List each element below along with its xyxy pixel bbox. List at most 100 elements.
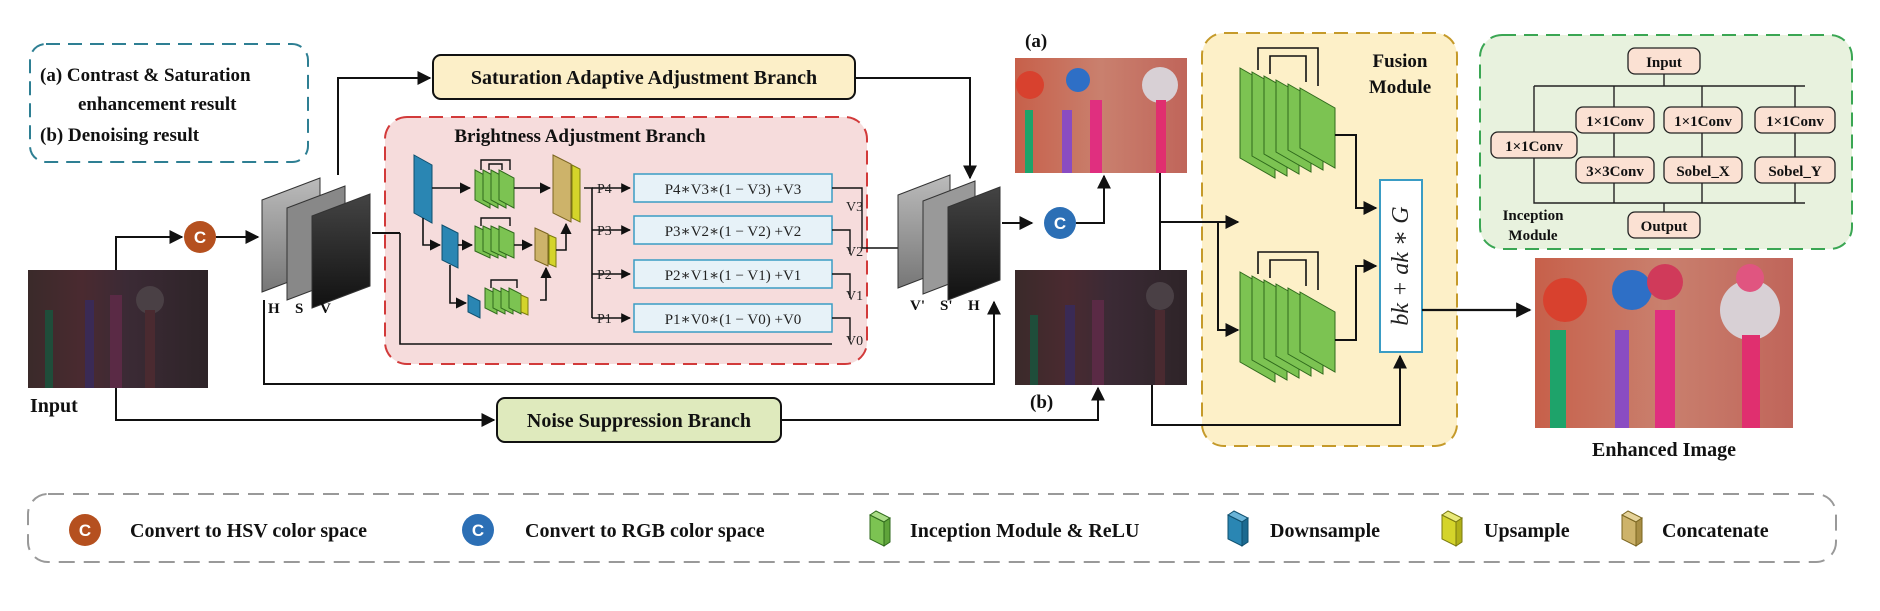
channel-h-out-label: H	[968, 298, 980, 314]
v2-label: V2	[846, 245, 863, 260]
arrow-to-noise	[115, 388, 496, 427]
inception-title-1: Inception	[1503, 208, 1565, 224]
convert-hsv-letter: C	[194, 228, 206, 247]
inception-sobely-label: Sobel_Y	[1768, 164, 1822, 180]
inception-conv33-node	[1575, 156, 1655, 184]
channel-s-label: S	[295, 301, 303, 317]
arrow-lower-to-formula	[1335, 259, 1378, 341]
v3-label: V3	[846, 200, 863, 215]
image-a-label: (a)	[1025, 31, 1047, 52]
p4-label: P4	[597, 182, 612, 197]
image-b-label: (b)	[1030, 392, 1053, 413]
channel-v-label: V	[320, 301, 331, 317]
inception-sobelx-label: Sobel_X	[1676, 164, 1730, 180]
image-a-enhanced	[1015, 58, 1187, 173]
inception-conv3-label: 1×1Conv	[1766, 114, 1824, 130]
arrow-b-to-formula	[1151, 354, 1407, 426]
legend-rgb-label: Convert to RGB color space	[525, 520, 765, 542]
legend-upsample-icon	[1441, 510, 1463, 547]
brightness-network	[413, 154, 581, 319]
image-b-denoised	[1015, 270, 1187, 385]
arrow-saturation-out	[855, 77, 977, 180]
enhanced-image	[1535, 258, 1793, 428]
inception-input-label: Input	[1646, 55, 1682, 71]
channel-vprime-label: V'	[910, 298, 925, 314]
legend-downsample-icon	[1227, 510, 1249, 547]
fusion-lower-stack	[1239, 271, 1336, 383]
result-legend-box	[29, 43, 309, 163]
inception-title-2: Module	[1508, 228, 1558, 244]
convert-rgb-symbol	[1044, 207, 1076, 239]
channel-h-label: H	[268, 301, 280, 317]
input-image	[28, 270, 208, 388]
legend-hsv-label: Convert to HSV color space	[130, 520, 367, 542]
inception-conv1-node	[1575, 106, 1655, 134]
saturation-branch-label: Saturation Adaptive Adjustment Branch	[471, 67, 817, 89]
legend-upsample-label: Upsample	[1484, 520, 1570, 542]
inception-sobely-node	[1754, 156, 1836, 184]
convert-hsv-symbol	[184, 221, 216, 253]
inception-conv33-label: 3×3Conv	[1586, 164, 1644, 180]
equation-boxes	[633, 173, 833, 333]
legend-inception-icon	[869, 510, 891, 547]
legend-concatenate-icon	[1621, 510, 1643, 547]
fusion-formula-box	[1379, 179, 1423, 353]
v-feedback-lines	[832, 187, 900, 340]
fusion-lower-skip	[1257, 251, 1319, 290]
p3-label: P3	[597, 224, 612, 239]
legend-a-line1: (a) Contrast & Saturation	[40, 65, 251, 86]
legend-inception-label: Inception Module & ReLU	[910, 520, 1139, 542]
equation-p3: P3∗V2∗(1 − V2) +V2	[665, 224, 802, 240]
legend-b-line: (b) Denoising result	[40, 125, 200, 146]
equation-p1: P1∗V0∗(1 − V0) +V0	[665, 312, 802, 328]
legend-rgb-icon	[462, 514, 494, 546]
inception-sobelx-node	[1663, 156, 1743, 184]
inception-graph-lines	[1533, 72, 1805, 212]
arrow-input-to-hsv	[115, 230, 184, 270]
legend-downsample-label: Downsample	[1270, 520, 1380, 542]
arrow-upper-to-formula	[1335, 134, 1378, 215]
equation-p2: P2∗V1∗(1 − V1) +V1	[665, 268, 802, 284]
bottom-legend-box	[27, 493, 1837, 563]
output-channel-stack	[897, 174, 1001, 301]
arrow-to-lower-stack	[1217, 222, 1240, 337]
inception-module-box	[1479, 34, 1853, 250]
inception-conv2-node	[1663, 106, 1743, 134]
legend-hsv-icon	[69, 514, 101, 546]
fusion-upper-skip	[1257, 47, 1319, 86]
convert-rgb-letter: C	[1054, 214, 1066, 233]
brightness-branch-label: Brightness Adjustment Branch	[454, 126, 706, 147]
legend-a-line2: enhancement result	[78, 94, 237, 115]
channel-sprime-label: S'	[940, 298, 953, 314]
line-v0	[399, 233, 832, 345]
equation-p4: P4∗V3∗(1 − V3) +V3	[665, 182, 802, 198]
inception-input-node	[1627, 47, 1701, 75]
hsv-channel-stack	[261, 177, 371, 309]
inception-conv3-node	[1754, 106, 1836, 134]
fusion-title-1: Fusion	[1373, 51, 1428, 72]
arrow-rgb-to-image-a	[1076, 174, 1111, 224]
legend-hsv-letter: C	[79, 521, 91, 540]
arrow-to-saturation	[337, 71, 432, 175]
arrow-h-bypass	[263, 300, 1001, 385]
inception-conv-left-label: 1×1Conv	[1505, 139, 1563, 155]
v1-label: V1	[846, 289, 863, 304]
enhanced-image-label: Enhanced Image	[1592, 439, 1736, 461]
p1-label: P1	[597, 312, 612, 327]
p-branch-arrows	[584, 183, 631, 323]
v0-label: V0	[846, 334, 863, 349]
legend-concatenate-label: Concatenate	[1662, 520, 1769, 542]
fusion-title-2: Module	[1369, 77, 1431, 98]
legend-rgb-letter: C	[472, 521, 484, 540]
inception-conv2-label: 1×1Conv	[1674, 114, 1732, 130]
arrow-noise-out	[781, 386, 1105, 421]
inception-output-node	[1627, 211, 1701, 239]
noise-branch-label: Noise Suppression Branch	[527, 410, 751, 432]
inception-output-label: Output	[1641, 219, 1688, 235]
p2-label: P2	[597, 268, 612, 283]
inception-conv1-label: 1×1Conv	[1586, 114, 1644, 130]
fusion-upper-stack	[1239, 67, 1336, 179]
input-label: Input	[30, 395, 78, 417]
inception-conv-left-node	[1490, 131, 1578, 159]
